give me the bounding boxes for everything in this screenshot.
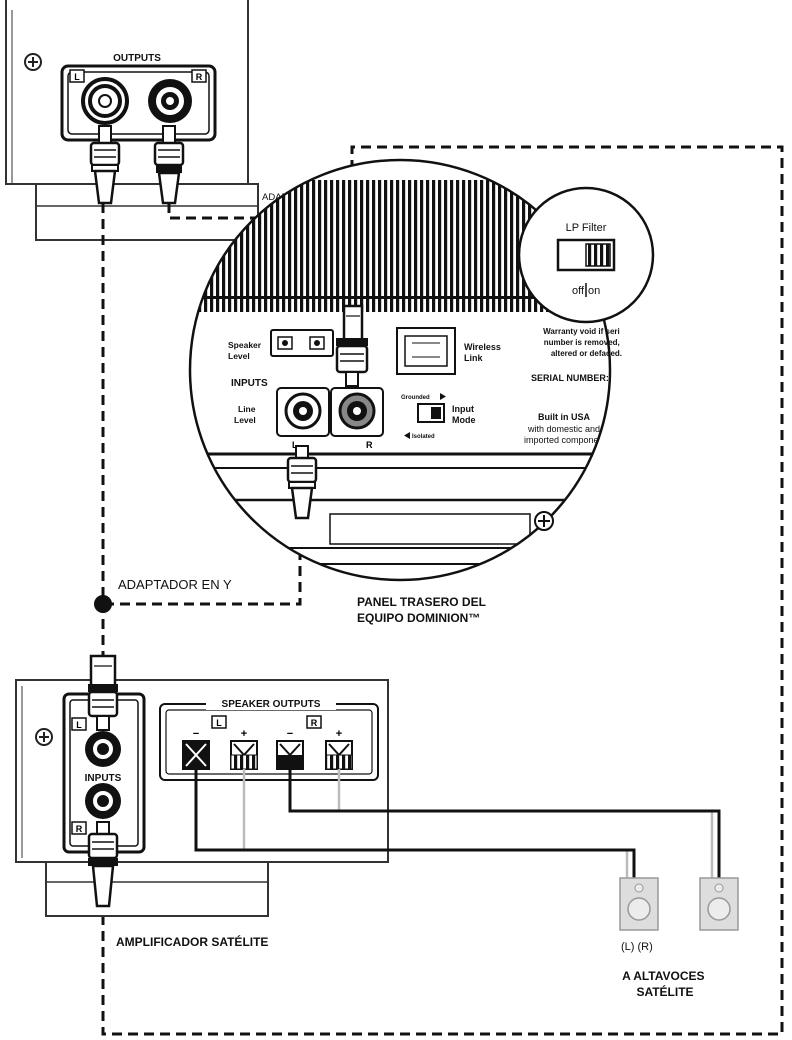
amp-right-tag: R bbox=[71, 821, 87, 835]
right-minus-sign: − bbox=[287, 728, 293, 740]
amplifier-caption: AMPLIFICADOR SATÉLITE bbox=[116, 934, 268, 949]
line-level-label: Line Level bbox=[234, 404, 258, 425]
source-unit: OUTPUTS L R bbox=[5, 0, 259, 241]
source-unit-base bbox=[35, 183, 259, 241]
panel-caption: PANEL TRASERO DEL EQUIPO DOMINION™ bbox=[357, 595, 489, 625]
svg-text:L: L bbox=[216, 718, 222, 728]
speaker-wires bbox=[194, 769, 721, 878]
amp-right-rca-jack[interactable] bbox=[85, 783, 121, 819]
wireless-link-label: Wireless Link bbox=[464, 342, 503, 363]
source-left-tag: L bbox=[69, 69, 85, 83]
source-right-rca-jack[interactable] bbox=[148, 79, 192, 123]
lp-filter-on-label: on bbox=[588, 285, 600, 297]
svg-text:R: R bbox=[311, 718, 318, 728]
speakers-caption: A ALTAVOCES SATÉLITE bbox=[622, 969, 708, 999]
source-left-rca-plug bbox=[89, 125, 121, 205]
panel-right-rca-jack[interactable] bbox=[330, 387, 384, 437]
satellite-amplifier: L R INPUTS SPEAKER OUTPUTS L R bbox=[15, 679, 389, 917]
wireless-link-port[interactable] bbox=[396, 327, 456, 375]
y-adapter-bottom-node bbox=[94, 595, 112, 613]
amplifier-base bbox=[45, 861, 269, 917]
input-mode-switch[interactable] bbox=[417, 403, 445, 423]
lp-filter-off-label: off bbox=[572, 285, 585, 297]
panel-left-rca-plug bbox=[286, 445, 318, 520]
cable-y-top-loop bbox=[101, 145, 784, 1036]
outputs-label: OUTPUTS bbox=[113, 53, 161, 64]
panel-inputs-label: INPUTS bbox=[231, 378, 268, 389]
terminal-left-minus[interactable] bbox=[182, 740, 210, 770]
y-adapter-bottom-label: ADAPTADOR EN Y bbox=[118, 577, 232, 592]
amp-top-rca-plug bbox=[87, 654, 119, 731]
amp-left-rca-jack[interactable] bbox=[85, 731, 121, 767]
svg-text:R: R bbox=[196, 72, 203, 82]
terminal-right-plus[interactable] bbox=[325, 740, 353, 770]
terminal-left-plus[interactable] bbox=[230, 740, 258, 770]
amp-inputs-label: INPUTS bbox=[85, 773, 122, 784]
svg-text:R: R bbox=[76, 824, 83, 834]
left-minus-sign: − bbox=[193, 728, 199, 740]
speaker-left-tag: L bbox=[211, 715, 227, 729]
panel-right-label: R bbox=[366, 440, 373, 450]
grounded-arrow-icon bbox=[440, 393, 446, 400]
amp-screw-icon bbox=[35, 728, 53, 746]
built-in-text: Built in USA with domestic and imported … bbox=[524, 412, 603, 445]
source-left-rca-jack[interactable] bbox=[81, 77, 129, 125]
serial-number-label: SERIAL NUMBER: bbox=[531, 373, 609, 383]
panel-screw-icon bbox=[534, 511, 554, 531]
source-right-tag: R bbox=[191, 69, 207, 83]
amp-left-tag: L bbox=[71, 717, 87, 731]
svg-text:L: L bbox=[76, 720, 82, 730]
svg-text:L: L bbox=[74, 72, 80, 82]
panel-top-rca-plug bbox=[335, 304, 369, 387]
speaker-level-label: Speaker Level bbox=[228, 340, 263, 361]
right-plus-sign: + bbox=[336, 728, 342, 740]
source-right-rca-plug bbox=[153, 125, 185, 205]
input-mode-label: Input Mode bbox=[452, 404, 477, 425]
lp-filter-title: LP Filter bbox=[566, 222, 607, 234]
panel-left-rca-jack[interactable] bbox=[276, 387, 330, 437]
isolated-arrow-icon bbox=[404, 432, 410, 439]
speaker-lr-labels: (L) (R) bbox=[621, 941, 653, 953]
left-plus-sign: + bbox=[241, 728, 247, 740]
left-satellite-speaker-icon bbox=[619, 877, 659, 931]
screw-icon bbox=[24, 53, 42, 71]
cable-panel-to-y-bottom bbox=[103, 518, 302, 606]
speaker-level-terminal[interactable] bbox=[270, 329, 334, 357]
isolated-label: Isolated bbox=[412, 434, 435, 440]
speaker-right-tag: R bbox=[306, 715, 322, 729]
grounded-label: Grounded bbox=[401, 395, 430, 401]
right-satellite-speaker-icon bbox=[699, 877, 739, 931]
terminal-right-minus[interactable] bbox=[276, 740, 304, 770]
lp-filter-callout: LP Filter off on bbox=[517, 186, 655, 324]
lp-filter-switch[interactable] bbox=[556, 238, 616, 272]
speaker-outputs-label: SPEAKER OUTPUTS bbox=[222, 699, 321, 710]
warranty-text: Warranty void if seri number is removed,… bbox=[543, 327, 622, 358]
amp-bottom-rca-plug bbox=[87, 821, 119, 908]
